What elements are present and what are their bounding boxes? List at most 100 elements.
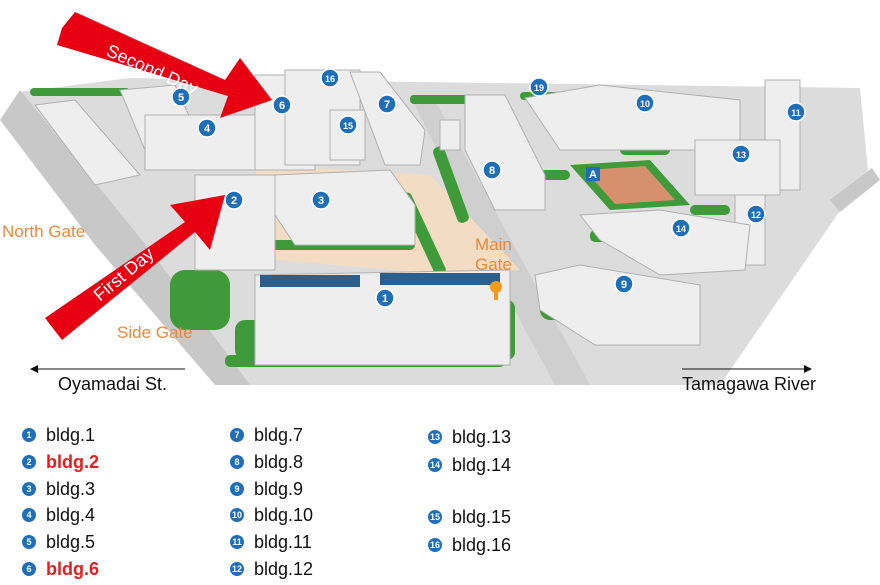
building-marker-label-13: 13 [736,150,746,160]
marker-a-label: A [589,169,597,181]
legend-marker-16: 16 [428,538,442,552]
legend-marker-14: 14 [428,458,442,472]
legend-label: bldg.15 [452,506,512,527]
building-marker-10 [635,93,655,113]
building-marker-label-3: 3 [318,195,324,207]
left-arrow-icon [30,365,185,373]
building-marker-label-4: 4 [204,123,211,135]
legend-label: bldg.8 [254,451,304,472]
arrows [45,12,272,340]
legend-item-bldg-1: 1 bldg.1 [22,423,95,447]
oyamadai-st-text: Oyamadai St. [58,374,168,394]
legend-label: bldg.10 [254,504,314,525]
legend-item-bldg-9: 9 bldg.9 [230,477,303,501]
building-marker-label-11: 11 [791,108,801,118]
legend-marker-8: 8 [230,455,244,469]
legend-item-bldg-11: 11 bldg.11 [230,530,312,554]
legend-item-bldg-5: 5 bldg.5 [22,530,95,554]
legend-marker-10: 10 [230,508,244,522]
legend-item-bldg-13: 13 bldg.13 [428,425,511,449]
legend-label: bldg.11 [254,531,312,552]
solar-panels [260,273,500,287]
legend-marker-13: 13 [428,430,442,444]
building-marker-label-2: 2 [231,195,237,207]
side-gate-label: Side Gate [117,323,193,342]
building-marker-9 [614,274,634,294]
north-gate-label: North Gate [2,222,86,241]
building-marker-label-15: 15 [343,121,353,131]
legend-marker-5: 5 [22,535,36,549]
building-marker-label-19: 19 [534,83,544,93]
building-marker-8 [482,160,502,180]
building-marker-13 [731,144,751,164]
legend-item-bldg-7: 7 bldg.7 [230,423,303,447]
legend-label: bldg.1 [46,424,96,445]
building-marker-label-7: 7 [384,99,390,111]
legend-item-bldg-16: 16 bldg.16 [428,533,511,557]
building-marker-label-10: 10 [640,99,650,109]
legend-item-bldg-2: 2 bldg.2 [22,450,99,474]
legend-label: bldg.16 [452,534,512,555]
building-marker-3 [311,190,331,210]
building-marker-7 [377,94,397,114]
legend-label: bldg.14 [452,454,512,475]
building-marker-label-1: 1 [382,293,388,305]
legend-marker-9: 9 [230,482,244,496]
building-marker-label-9: 9 [621,279,627,291]
marker-a [586,167,600,181]
legend-marker-12: 12 [230,562,244,576]
legend-item-bldg-6: 6 bldg.6 [22,557,99,581]
right-road [830,168,880,212]
legend-marker-11: 11 [230,535,244,549]
building-marker-19 [529,77,549,97]
legend-label: bldg.3 [46,478,96,499]
building-marker-label-6: 6 [279,100,285,112]
legend-item-bldg-8: 8 bldg.8 [230,450,303,474]
legend-item-bldg-3: 3 bldg.3 [22,477,95,501]
right-arrow-icon [682,365,812,373]
building-marker-2 [224,190,244,210]
legend-item-bldg-12: 12 bldg.12 [230,557,313,581]
building-marker-label-14: 14 [676,224,686,234]
legend-label: bldg.7 [254,424,304,445]
building-marker-12 [746,204,766,224]
tamagawa-river-text: Tamagawa River [682,374,817,394]
legend-label: bldg.13 [452,426,512,447]
legend-marker-7: 7 [230,428,244,442]
legend-label: bldg.4 [46,504,96,525]
legend-marker-15: 15 [428,510,442,524]
legend-marker-6: 6 [22,562,36,576]
legend-item-bldg-10: 10 bldg.10 [230,503,313,527]
legend-marker-3: 3 [22,482,36,496]
legend-label: bldg.9 [254,478,304,499]
legend-item-bldg-14: 14 bldg.14 [428,453,511,477]
legend-marker-2: 2 [22,455,36,469]
main-gate-pin-icon [490,281,502,300]
legend-label: bldg.5 [46,531,96,552]
legend-item-bldg-15: 15 bldg.15 [428,505,511,529]
building-marker-label-12: 12 [751,210,761,220]
legend-marker-1: 1 [22,428,36,442]
legend-marker-4: 4 [22,508,36,522]
building-marker-1 [375,288,395,308]
legend-label: bldg.2 [46,451,99,472]
legend-item-bldg-4: 4 bldg.4 [22,503,95,527]
building-marker-11 [786,102,806,122]
building-marker-16 [320,68,340,88]
building-marker-4 [197,118,217,138]
legend-label: bldg.6 [46,558,99,579]
second-day-arrow [57,12,272,118]
tamagawa-river-label: Tamagawa River [682,364,832,395]
legend-label: bldg.12 [254,558,314,579]
oyamadai-st-label: Oyamadai St. [30,364,190,395]
building-marker-label-16: 16 [325,74,335,84]
building-marker-label-8: 8 [489,165,495,177]
building-marker-15 [338,115,358,135]
buildings [34,69,801,366]
building-marker-5 [171,87,191,107]
main-gate-label: Main Gate [475,235,512,274]
building-marker-6 [272,95,292,115]
building-marker-14 [671,218,691,238]
